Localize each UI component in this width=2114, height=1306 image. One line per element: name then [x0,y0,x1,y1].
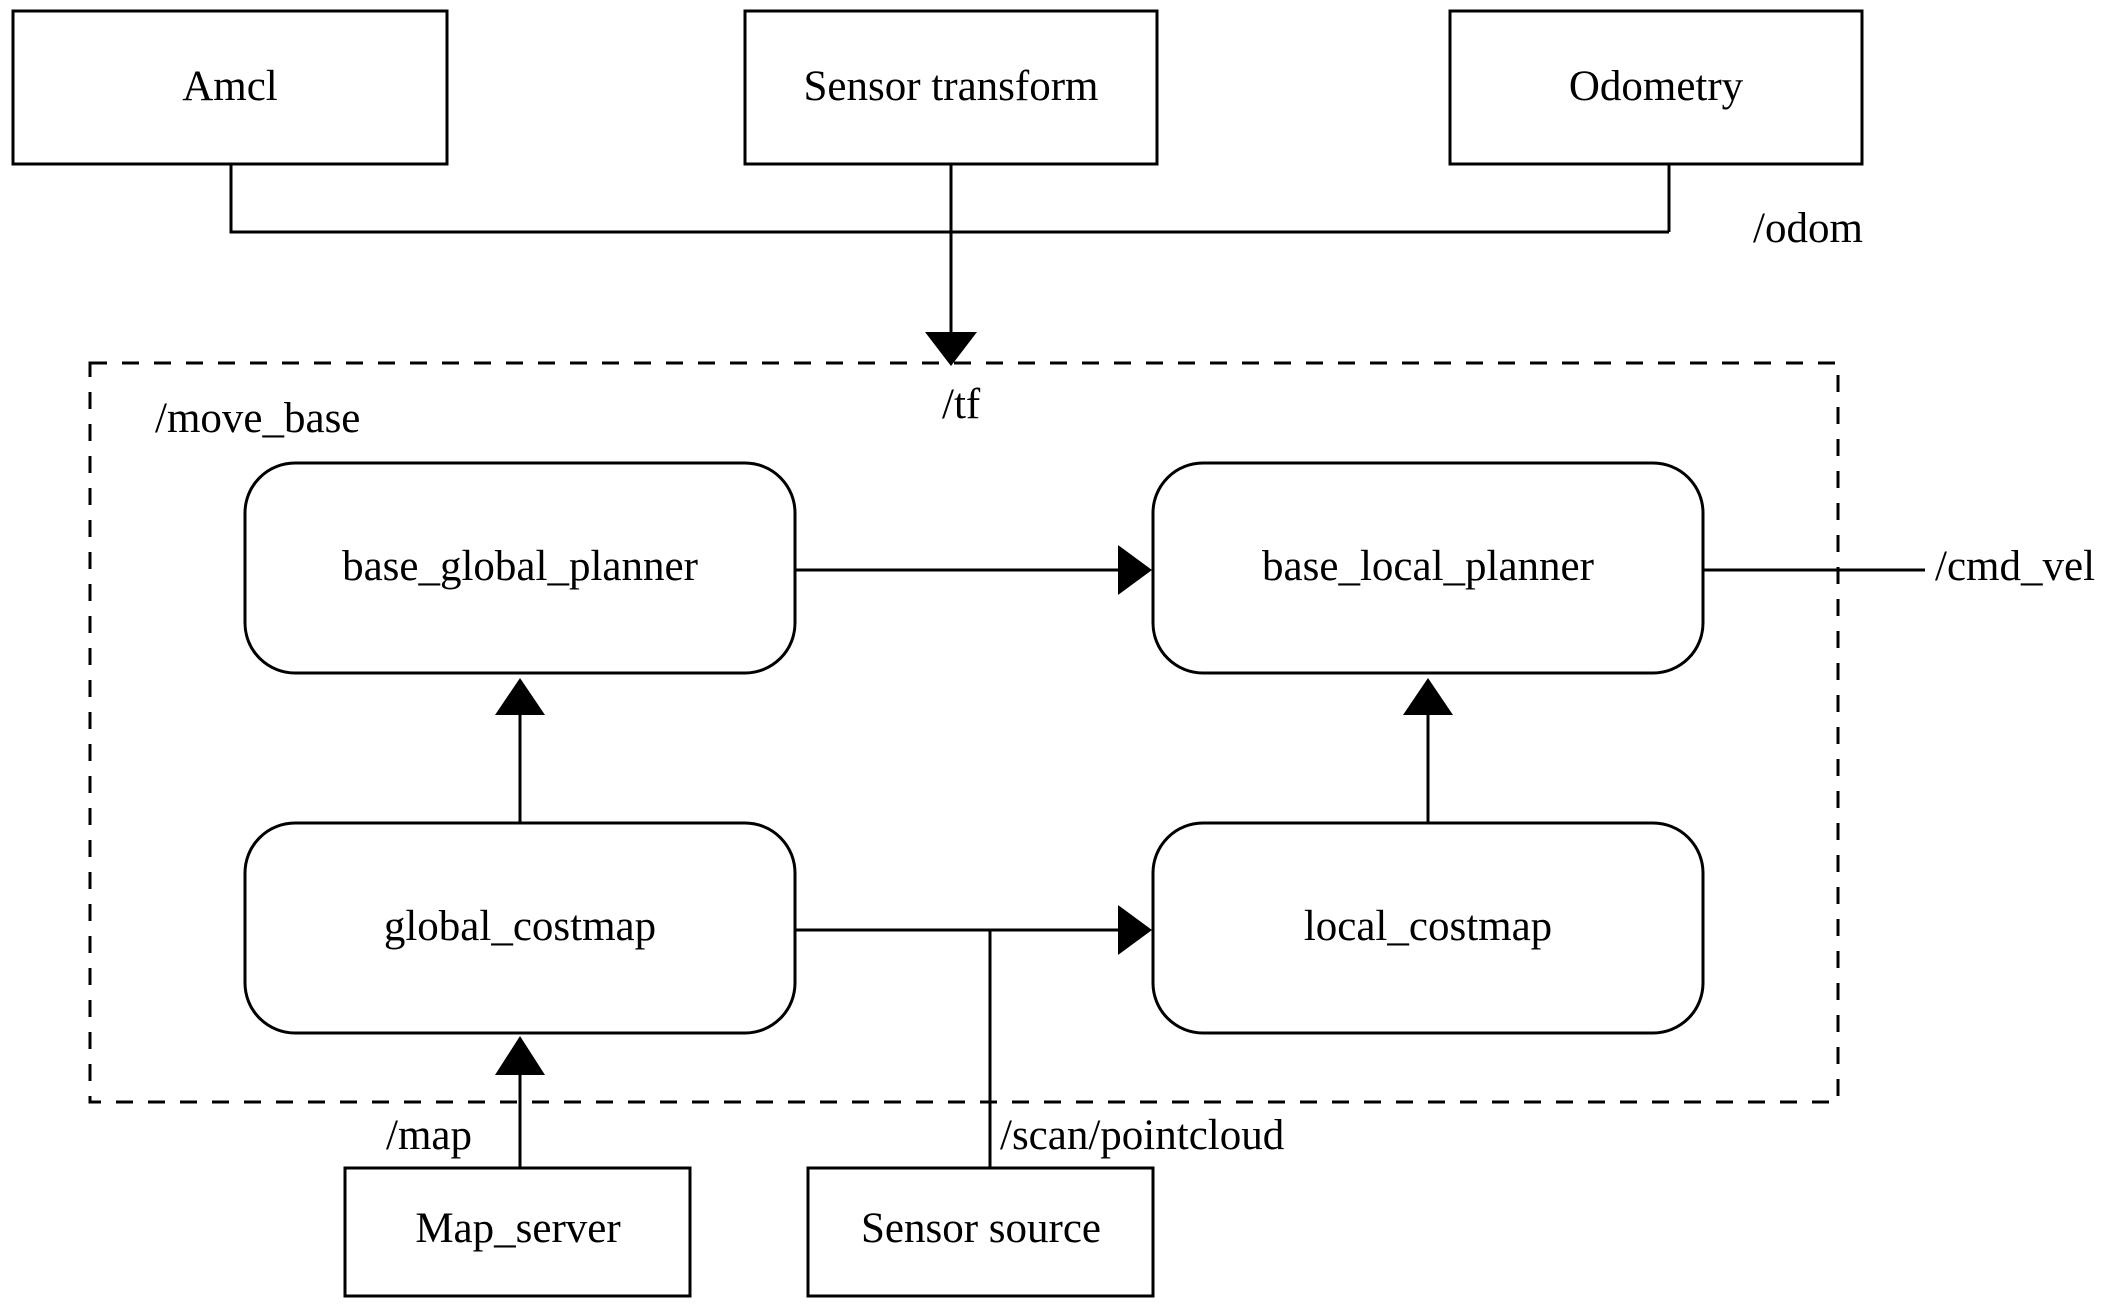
node-map-server-box[interactable] [343,1166,692,1298]
move-base-group-label: /move_base [155,395,360,442]
node-base-global-planner-label: base_global_planner [342,543,698,590]
node-sensor-source-label: Sensor source [861,1205,1101,1252]
arrowhead-global-to-local-planner [1118,545,1152,595]
node-odometry-box[interactable] [1448,9,1864,166]
node-sensor-transform-box[interactable] [743,9,1159,166]
node-sensor-transform-label: Sensor transform [804,63,1099,110]
topic-label-scan-pointcloud: /scan/pointcloud [1000,1112,1284,1159]
node-base-local-planner-box[interactable] [1151,461,1705,675]
arrowhead-global-costmap-to-global-planner [495,678,545,715]
topic-label-map: /map [386,1112,472,1159]
node-global-costmap-label: global_costmap [384,903,656,950]
node-map-server-label: Map_server [415,1205,620,1252]
node-local-costmap-label: local_costmap [1304,903,1552,950]
node-odometry-label: Odometry [1569,63,1744,110]
node-amcl-label: Amcl [182,63,278,110]
topic-label-tf: /tf [942,381,981,428]
arrowhead-global-costmap-to-local-costmap [1118,905,1152,955]
node-sensor-source-box[interactable] [806,1166,1155,1298]
topic-label-odom: /odom [1753,205,1863,252]
arrowhead-map-server-to-global-costmap [495,1036,545,1075]
node-base-global-planner-box[interactable] [243,461,797,675]
edge-amcl-to-bus [229,164,1669,234]
topic-label-cmd-vel: /cmd_vel [1935,543,2095,590]
node-base-local-planner-label: base_local_planner [1262,543,1594,590]
arrowhead-tf-into-move-base [925,332,977,366]
move-base-group-box [88,361,1840,1104]
arrowhead-local-costmap-to-local-planner [1403,678,1453,715]
